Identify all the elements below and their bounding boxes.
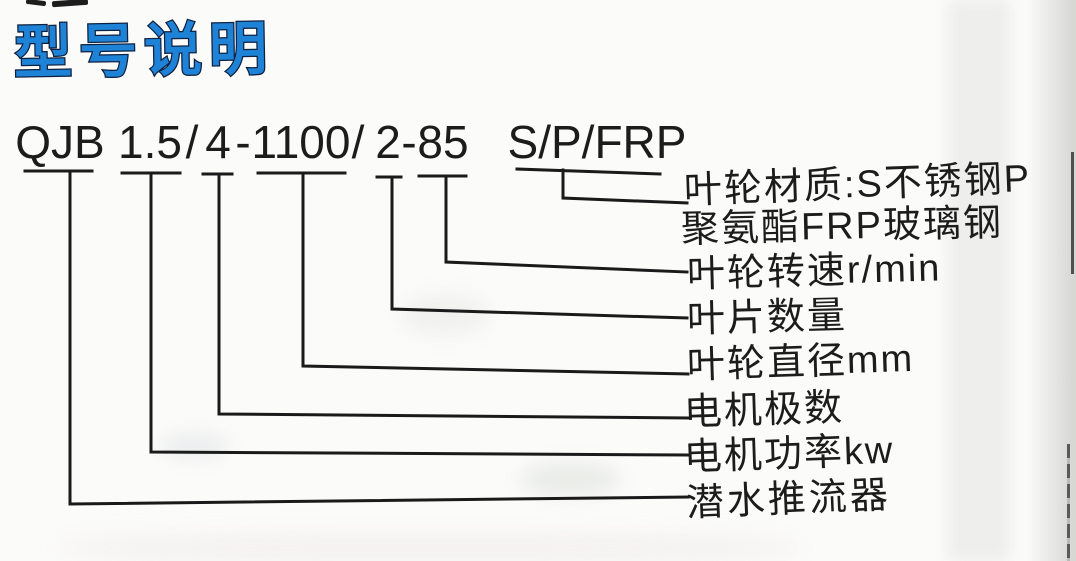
label-product-type: 潜水推流器	[685, 474, 892, 525]
model-separator-dash: -	[235, 116, 251, 168]
model-segment-power: 1.5	[118, 116, 182, 168]
connector-blade-count	[375, 175, 689, 320]
scan-edge-line-top	[1071, 152, 1074, 274]
scan-edge-line-bottom	[1067, 444, 1070, 561]
label-impeller-diameter: 叶轮直径mm	[686, 337, 915, 387]
model-segment-series: QJB	[15, 116, 105, 168]
connector-power	[120, 171, 690, 457]
connector-material	[515, 167, 689, 205]
connector-series	[23, 169, 690, 506]
label-impeller-material-line2: 聚氨酯FRP玻璃钢	[680, 202, 1004, 251]
label-impeller-speed: 叶轮转速r/min	[686, 247, 942, 296]
connector-speed	[417, 174, 689, 274]
label-motor-poles: 电机极数	[683, 386, 845, 434]
connector-poles	[201, 172, 690, 420]
model-segment-speed: 85	[417, 116, 469, 168]
model-separator-slash: /	[351, 116, 365, 168]
model-separator-dash: -	[401, 116, 417, 168]
model-segment-material: S/P/FRP	[507, 116, 687, 168]
model-code-line: QJB 1.5 / 4 - 1100 / 2 - 85 S/P/FRP	[0, 118, 1076, 168]
model-segment-diameter: 1100	[251, 116, 351, 168]
model-segment-poles: 4	[205, 116, 231, 168]
label-blade-count: 叶片数量	[686, 294, 848, 341]
model-separator-slash: /	[185, 116, 199, 168]
model-segment-blade-count: 2	[375, 116, 401, 168]
label-motor-power: 电机功率kw	[683, 429, 896, 479]
connector-diameter	[256, 171, 690, 376]
